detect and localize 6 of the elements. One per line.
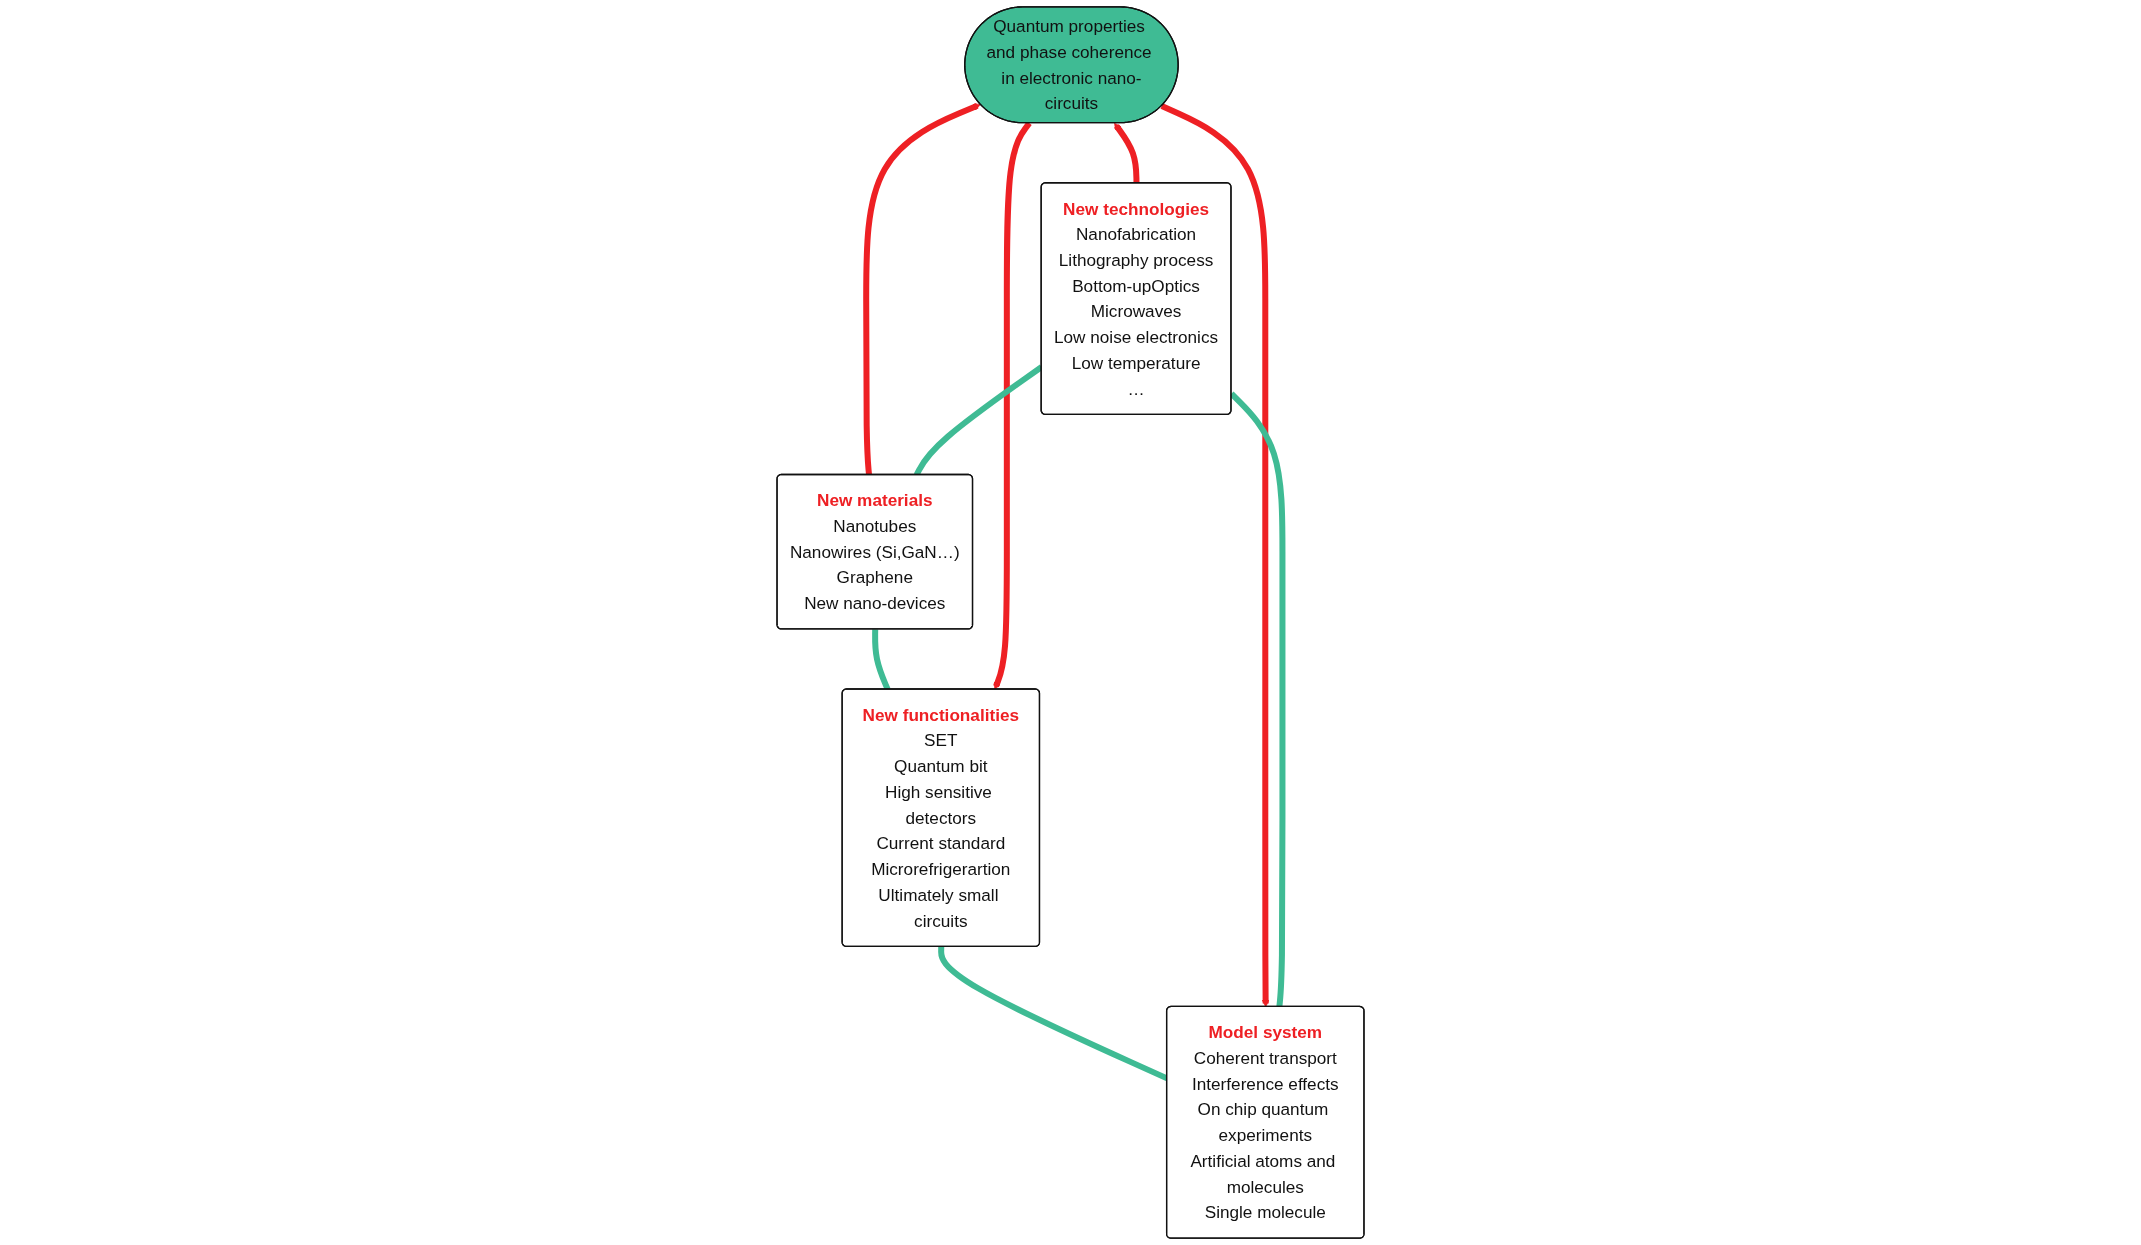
arrow bbox=[863, 102, 981, 476]
arrow bbox=[993, 121, 1032, 690]
arrow bbox=[1114, 122, 1140, 184]
arrow bbox=[1160, 103, 1270, 1008]
connector bbox=[938, 946, 1169, 1082]
connector bbox=[872, 629, 891, 691]
